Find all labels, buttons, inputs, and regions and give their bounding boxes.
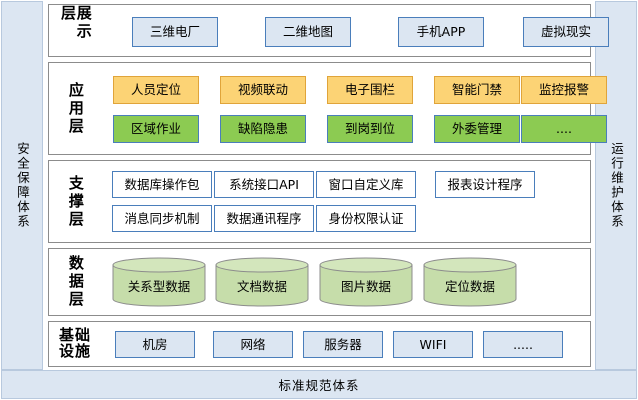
node-label: 数据通讯程序 — [226, 210, 302, 226]
left-band-security-system: 安全保障体系 — [1, 1, 43, 370]
layer-presentation: 展示层三维电厂 二维地图 手机APP 虚拟现实 — [48, 4, 609, 57]
left-band-label: 安全保障体系 — [15, 142, 30, 229]
node-presentation-1-4[interactable]: 虚拟现实 — [523, 17, 609, 47]
node-label: 手机APP — [416, 24, 466, 40]
node-presentation-1-2[interactable]: 二维地图 — [265, 17, 351, 47]
node-application-2-3[interactable]: 到岗到位 — [327, 115, 413, 143]
node-label: .... — [556, 121, 572, 137]
cylinder-shape-icon — [112, 257, 206, 307]
node-support-1-4[interactable]: 报表设计程序 — [435, 171, 535, 198]
node-application-1-2[interactable]: 视频联动 — [220, 76, 306, 104]
node-application-2-2[interactable]: 缺陷隐患 — [220, 115, 306, 143]
data-cylinder: 关系型数据 — [112, 257, 206, 307]
data-cylinder: 图片数据 — [319, 257, 413, 307]
node-infrastructure-1-4[interactable]: WIFI — [393, 331, 473, 358]
node-label: 二维地图 — [282, 24, 333, 40]
right-band-operations-system: 运行维护体系 — [595, 1, 637, 370]
node-support-2-2[interactable]: 数据通讯程序 — [214, 205, 314, 232]
node-label: 缺陷隐患 — [237, 121, 288, 137]
node-label: 窗口自定义库 — [328, 176, 404, 192]
node-label: 监控报警 — [538, 82, 589, 98]
node-row: 消息同步机制 数据通讯程序 身份权限认证 — [105, 205, 582, 232]
layer-label-application: 应用层 — [66, 81, 85, 136]
node-support-2-1[interactable]: 消息同步机制 — [112, 205, 212, 232]
node-row: 区域作业 缺陷隐患 到岗到位 外委管理.... — [105, 115, 607, 143]
node-label: 服务器 — [324, 336, 362, 352]
node-row: 机房 网络 服务器 WIFI..... — [105, 331, 582, 358]
node-label: 外委管理 — [451, 121, 502, 137]
node-application-1-5[interactable]: 监控报警 — [521, 76, 607, 104]
node-label: 虚拟现实 — [540, 24, 591, 40]
node-label: 报表设计程序 — [447, 176, 523, 192]
layer-label-infrastructure: 基础 设施 — [58, 326, 91, 360]
cylinder-label: 定位数据 — [444, 279, 495, 294]
node-label: 区域作业 — [130, 121, 181, 137]
node-infrastructure-1-5[interactable]: ..... — [483, 331, 563, 358]
node-support-1-2[interactable]: 系统接口API — [214, 171, 314, 198]
node-application-1-1[interactable]: 人员定位 — [113, 76, 199, 104]
node-label: 系统接口API — [229, 176, 299, 192]
node-label: 身份权限认证 — [328, 210, 404, 226]
node-label: 到岗到位 — [344, 121, 395, 137]
node-application-2-5[interactable]: .... — [521, 115, 607, 143]
node-application-1-4[interactable]: 智能门禁 — [434, 76, 520, 104]
node-application-2-4[interactable]: 外委管理 — [434, 115, 520, 143]
node-support-2-3[interactable]: 身份权限认证 — [316, 205, 416, 232]
node-label: 机房 — [142, 336, 168, 352]
node-infrastructure-1-1[interactable]: 机房 — [115, 331, 195, 358]
node-row: 三维电厂 二维地图 手机APP 虚拟现实 — [105, 17, 609, 47]
cylinder-label: 图片数据 — [340, 279, 391, 294]
layer-infrastructure: 基础 设施 机房 网络 服务器 WIFI..... — [48, 321, 591, 367]
node-label: ..... — [513, 336, 533, 352]
node-infrastructure-1-2[interactable]: 网络 — [213, 331, 293, 358]
cylinder-label: 关系型数据 — [127, 279, 191, 294]
cylinder-shape-icon — [423, 257, 517, 307]
layer-support: 支撑层 数据库操作包 系统接口API 窗口自定义库 报表设计程序消息同步机制 数据通讯程序… — [48, 160, 591, 243]
node-label: WIFI — [419, 336, 447, 352]
node-row: 数据库操作包 系统接口API 窗口自定义库 报表设计程序 — [105, 171, 582, 198]
node-label: 电子围栏 — [344, 82, 395, 98]
bottom-band-standards-system: 标准规范体系 — [1, 370, 637, 399]
layer-label-support: 支撑层 — [66, 174, 85, 229]
node-label: 三维电厂 — [149, 24, 200, 40]
node-label: 智能门禁 — [451, 82, 502, 98]
node-label: 人员定位 — [130, 82, 181, 98]
node-label: 视频联动 — [237, 82, 288, 98]
cylinder-label: 文档数据 — [236, 279, 287, 294]
bottom-band-label: 标准规范体系 — [278, 378, 360, 393]
layer-data: 数据层 关系型数据 文档数据 图片数据 定位数据 — [48, 248, 591, 316]
node-presentation-1-3[interactable]: 手机APP — [398, 17, 484, 47]
right-band-label: 运行维护体系 — [609, 142, 624, 229]
data-cylinder: 文档数据 — [215, 257, 309, 307]
layer-label-presentation: 展示层 — [59, 5, 93, 41]
cylinder-shape-icon — [319, 257, 413, 307]
node-application-2-1[interactable]: 区域作业 — [113, 115, 199, 143]
node-support-1-3[interactable]: 窗口自定义库 — [316, 171, 416, 198]
layer-application: 应用层 人员定位 视频联动 电子围栏 智能门禁 监控报警区域作业 缺陷隐患 到岗到位 外委管理.… — [48, 62, 607, 155]
node-label: 消息同步机制 — [124, 210, 200, 226]
node-presentation-1-1[interactable]: 三维电厂 — [132, 17, 218, 47]
layer-label-data: 数据层 — [66, 255, 85, 309]
data-cylinder: 定位数据 — [423, 257, 517, 307]
node-infrastructure-1-3[interactable]: 服务器 — [303, 331, 383, 358]
node-application-1-3[interactable]: 电子围栏 — [327, 76, 413, 104]
node-label: 网络 — [240, 336, 266, 352]
node-row: 关系型数据 文档数据 图片数据 定位数据 — [105, 257, 582, 307]
node-label: 数据库操作包 — [124, 176, 200, 192]
node-support-1-1[interactable]: 数据库操作包 — [112, 171, 212, 198]
node-row: 人员定位 视频联动 电子围栏 智能门禁 监控报警 — [105, 76, 607, 104]
cylinder-shape-icon — [215, 257, 309, 307]
